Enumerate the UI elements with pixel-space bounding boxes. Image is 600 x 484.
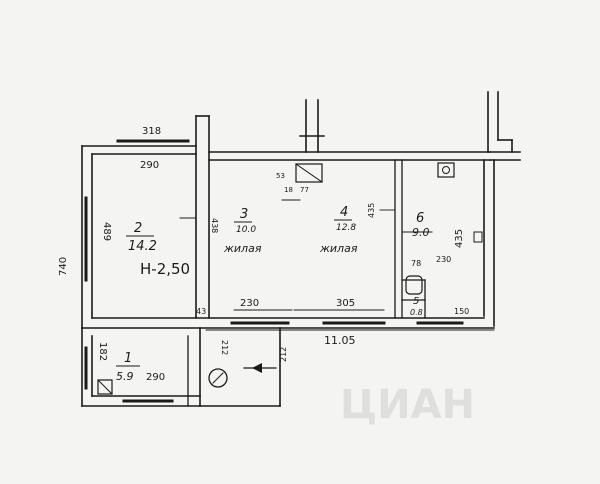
windows	[84, 139, 464, 403]
dim-top-window: 318	[142, 126, 161, 137]
dim-room6-side: 435	[454, 229, 465, 248]
dim-room3-side: 438	[210, 218, 219, 233]
dim-room1-width: 290	[146, 372, 165, 383]
room-labels: 2 14.2 Н-2,50 3 10.0 жилая 4 12.8 жилая …	[116, 205, 430, 383]
socket-icon	[473, 231, 483, 243]
dim-hall-212-b: 212	[279, 347, 288, 362]
room-4-type: жилая	[319, 242, 358, 255]
room-6-area: 9.0	[412, 226, 430, 239]
dim-room4-bottom: 305	[336, 298, 355, 309]
room-5-area: 0.8	[410, 308, 423, 317]
dim-bottom-right: 150	[454, 307, 469, 316]
room-2-area: 14.2	[128, 239, 157, 254]
room-3-area: 10.0	[236, 225, 256, 235]
interior-walls	[187, 159, 426, 407]
dim-small-78: 78	[411, 259, 421, 268]
dimension-lines	[179, 199, 495, 331]
dim-small-53: 53	[276, 172, 285, 180]
watermark: ЦИАН	[340, 382, 475, 428]
dim-room6-width: 230	[436, 255, 451, 264]
dim-room1-side: 182	[97, 342, 108, 361]
meter-icon	[208, 368, 228, 388]
dim-room2-width: 290	[140, 160, 159, 171]
toilet-icon	[405, 275, 423, 295]
vent-box	[295, 163, 323, 183]
outer-walls	[81, 91, 521, 407]
room-1-area: 5.9	[116, 370, 134, 383]
room-2-number: 2	[134, 221, 142, 236]
ceiling-height: Н-2,50	[140, 260, 190, 278]
dim-small-18: 18	[284, 186, 293, 194]
dim-hall-212-a: 212	[220, 340, 229, 355]
boiler-icon	[97, 379, 113, 395]
dim-left-outer: 740	[58, 257, 69, 276]
room-3-type: жилая	[223, 242, 262, 255]
room-1-number: 1	[124, 351, 132, 366]
room-5-number: 5	[413, 296, 419, 307]
room-4-area: 12.8	[336, 223, 356, 233]
stove-icon	[437, 162, 455, 178]
dim-wall-43: 43	[196, 307, 206, 316]
dim-room4-side: 435	[367, 203, 376, 218]
entrance-arrow-icon	[252, 363, 262, 373]
room-6-number: 6	[416, 211, 424, 226]
dim-room2-height: 489	[101, 222, 112, 241]
dim-small-77: 77	[300, 186, 309, 194]
room-4-number: 4	[340, 205, 348, 220]
room-3-number: 3	[240, 207, 248, 222]
dim-room3-bottom: 230	[240, 298, 259, 309]
dimension-labels: 318 290 489 740 438 43 230 305 435 230 4…	[58, 126, 469, 383]
dim-total-length: 11.05	[324, 334, 356, 347]
